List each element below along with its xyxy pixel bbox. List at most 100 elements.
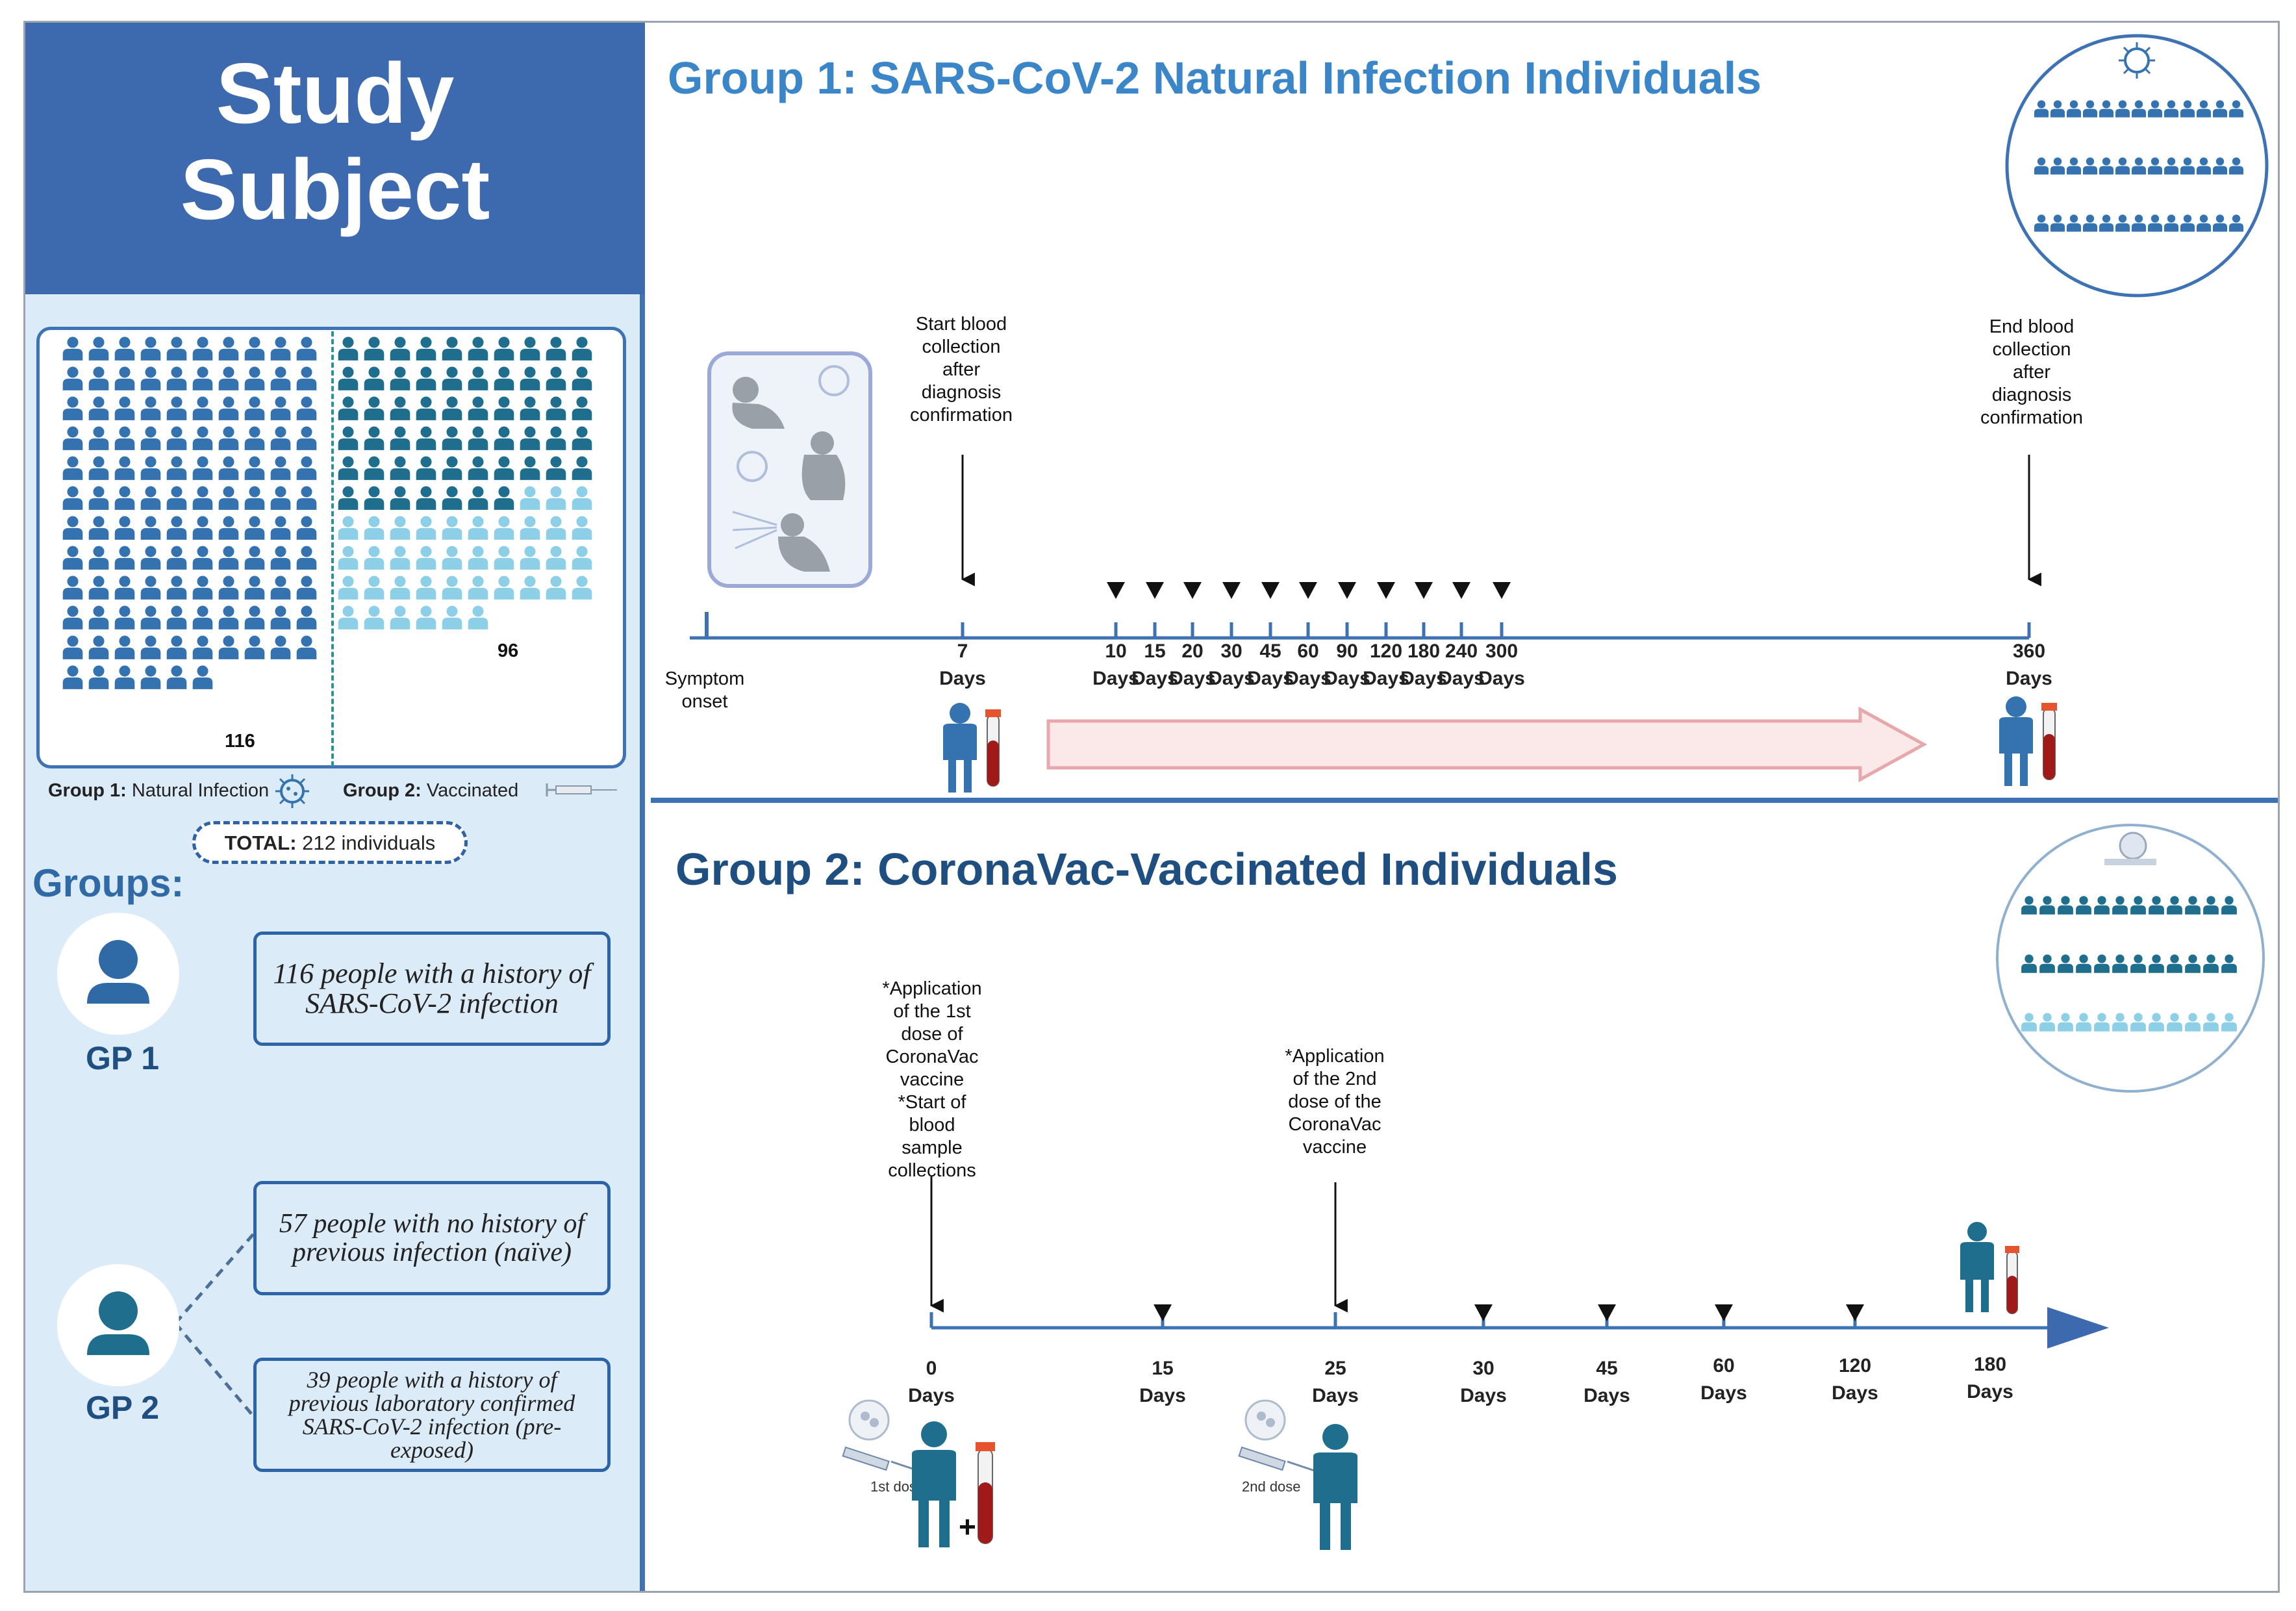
- dose1-syringe: [842, 1399, 923, 1473]
- person-icon: [62, 366, 83, 390]
- sample-marker: [1715, 1304, 1733, 1321]
- note-line: *Start of: [898, 1092, 966, 1113]
- person-icon: [244, 426, 265, 450]
- person-icon: [192, 546, 213, 570]
- sample-marker: [1222, 582, 1241, 599]
- tick-value: 300: [1485, 641, 1519, 662]
- legend-group2-bold: Group 2:: [343, 780, 422, 801]
- person-icon: [520, 486, 540, 510]
- tick-value: 45: [1596, 1358, 1618, 1379]
- person-icon: [520, 576, 540, 600]
- gp2-preexposed-description: 39 people with a history of previous lab…: [253, 1358, 611, 1472]
- sample-marker: [1474, 1304, 1493, 1321]
- person-icon: [364, 396, 385, 420]
- person-icon: [244, 605, 265, 629]
- person-icon: [270, 426, 291, 450]
- tick-value: 30: [1220, 641, 1243, 662]
- person-icon: [88, 396, 109, 420]
- person-icon: [192, 665, 213, 689]
- person-icon: [1999, 696, 2033, 786]
- person-icon: [520, 546, 540, 570]
- person-icon: [62, 665, 83, 689]
- person-icon: [270, 516, 291, 540]
- tick-value: 25: [1324, 1358, 1346, 1379]
- person-icon: [140, 456, 161, 480]
- person-icon: [244, 576, 265, 600]
- blood-tube-icon: [2041, 703, 2057, 780]
- tick-unit: Days: [1438, 668, 1485, 689]
- person-icon: [296, 336, 317, 361]
- figure-frame: [23, 21, 2280, 1593]
- tick-value: 10: [1105, 641, 1127, 662]
- person-icon: [296, 516, 317, 540]
- sample-marker: [1183, 582, 1202, 599]
- person-icon: [114, 486, 135, 510]
- sample-marker: [1846, 1304, 1864, 1321]
- note-line: after: [942, 359, 981, 380]
- label-line: onset: [681, 691, 728, 712]
- person-icon: [244, 366, 265, 390]
- note-line: vaccine: [900, 1069, 965, 1090]
- note-line: of the 2nd: [1293, 1069, 1377, 1089]
- panel-title: Study Subject: [25, 45, 645, 238]
- person-icon: [140, 576, 161, 600]
- person-icon: [468, 576, 488, 600]
- person-blood-end: [1999, 696, 2057, 786]
- person-icon: [114, 516, 135, 540]
- dose2-syringe: [1238, 1399, 1319, 1473]
- person-icon: [364, 486, 385, 510]
- person-icon: [572, 366, 592, 390]
- sample-marker: [1261, 582, 1280, 599]
- person-icon: [338, 396, 359, 420]
- virus-icon: [737, 365, 850, 482]
- legend-group1-text: Natural Infection: [126, 780, 270, 801]
- person-icon: [546, 426, 566, 450]
- person-icon: [270, 486, 291, 510]
- person-icon: [88, 576, 109, 600]
- person-icon: [296, 366, 317, 390]
- person-icon: [62, 426, 83, 450]
- group2-first-note: *Application of the 1st dose of CoronaVa…: [870, 978, 994, 1182]
- person-icon: [468, 516, 488, 540]
- total-text: 212 individuals: [296, 831, 436, 854]
- person-icon: [572, 426, 592, 450]
- person-icon: [296, 486, 317, 510]
- person-icon: [494, 456, 514, 480]
- person-icon: [218, 516, 239, 540]
- blood-tube-icon: [2005, 1246, 2019, 1314]
- sample-marker: [1598, 1304, 1616, 1321]
- person-icon: [416, 576, 436, 600]
- person-icon: [244, 516, 265, 540]
- person-icon: [166, 486, 187, 510]
- person-icon: [88, 456, 109, 480]
- person-icon: [114, 396, 135, 420]
- note-line: CoronaVac: [885, 1047, 979, 1067]
- person-icon: [114, 426, 135, 450]
- person-icon: [296, 576, 317, 600]
- person-icon: [416, 336, 436, 361]
- syringe-icon: [842, 1446, 923, 1473]
- tick-unit: Days: [1400, 668, 1447, 689]
- group1-title: Group 1: SARS-CoV-2 Natural Infection In…: [668, 53, 1762, 103]
- person-icon: [166, 605, 187, 629]
- person-icon: [364, 516, 385, 540]
- person-icon: [62, 576, 83, 600]
- person-icon: [416, 426, 436, 450]
- person-icon: [62, 396, 83, 420]
- tick-value: 360: [2012, 641, 2046, 662]
- tick-unit: Days: [1139, 1385, 1186, 1406]
- person-icon: [338, 576, 359, 600]
- person-icon: [218, 576, 239, 600]
- person-icon: [442, 516, 462, 540]
- sample-marker: [1338, 582, 1356, 599]
- person-icon: [166, 635, 187, 659]
- tick-value: 0: [926, 1358, 937, 1379]
- person-icon: [114, 546, 135, 570]
- person-icon: [468, 336, 488, 361]
